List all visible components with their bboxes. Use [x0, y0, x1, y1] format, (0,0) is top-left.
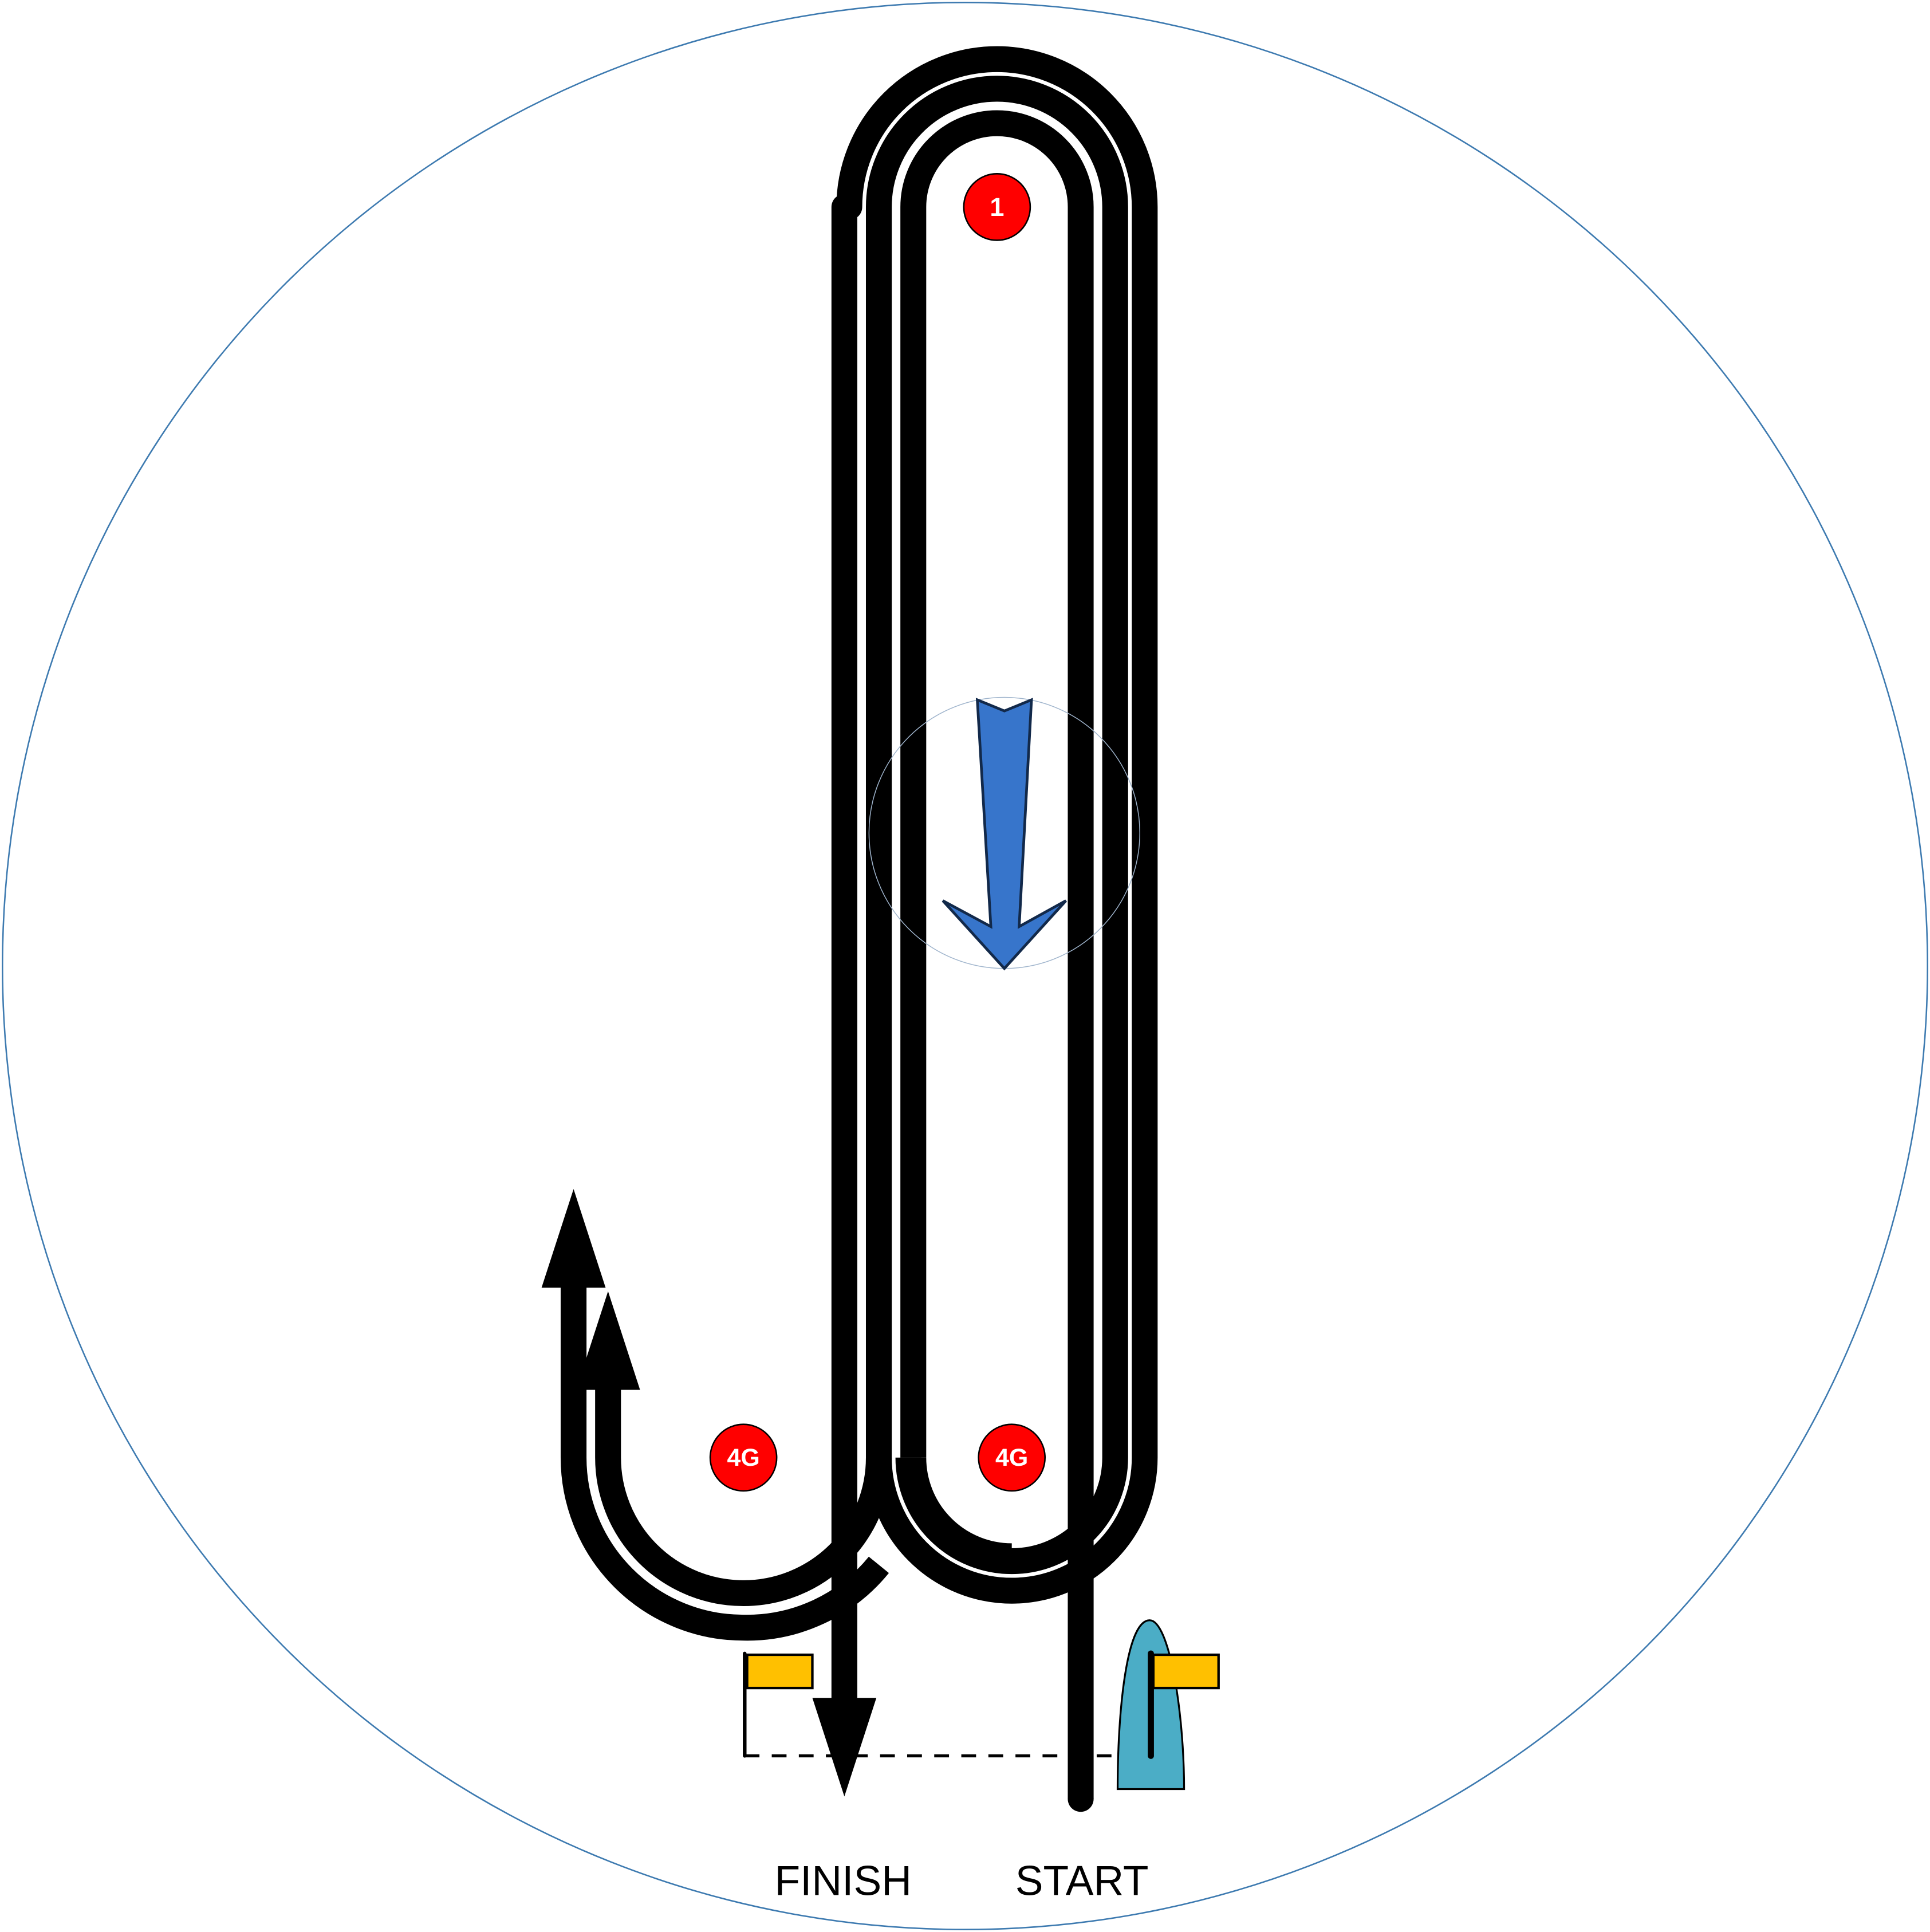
mark-4g-left-label: 4G	[727, 1444, 759, 1471]
track-lane-outer	[560, 1287, 889, 1641]
wind-direction-arrow-icon	[868, 697, 1140, 971]
mark-4g-right: 4G	[978, 1423, 1046, 1492]
finish-label: FINISH	[774, 1858, 911, 1904]
gate-mark-left-buoy-icon	[709, 1423, 778, 1492]
committee-boat-flag-icon	[1148, 1650, 1220, 1759]
middle-lane-arrowhead-up	[576, 1291, 640, 1390]
mark-1-label: 1	[990, 192, 1004, 222]
finish-arrowhead-down	[812, 1698, 877, 1797]
gate-mark-right-buoy-icon	[978, 1423, 1046, 1492]
mark-1-buoy-icon	[963, 173, 1031, 241]
track-lane-middle	[595, 76, 1128, 1607]
mark-1: 1	[963, 173, 1031, 241]
start-label: START	[1015, 1858, 1149, 1904]
track-lane-inner	[900, 110, 1094, 1799]
mark-4g-right-label: 4G	[995, 1444, 1028, 1471]
course-track	[557, 46, 1161, 1812]
finish-pin-flag-icon	[743, 1651, 814, 1758]
mark-4g-left: 4G	[709, 1423, 778, 1492]
outer-lane-arrowhead-up	[541, 1189, 606, 1288]
